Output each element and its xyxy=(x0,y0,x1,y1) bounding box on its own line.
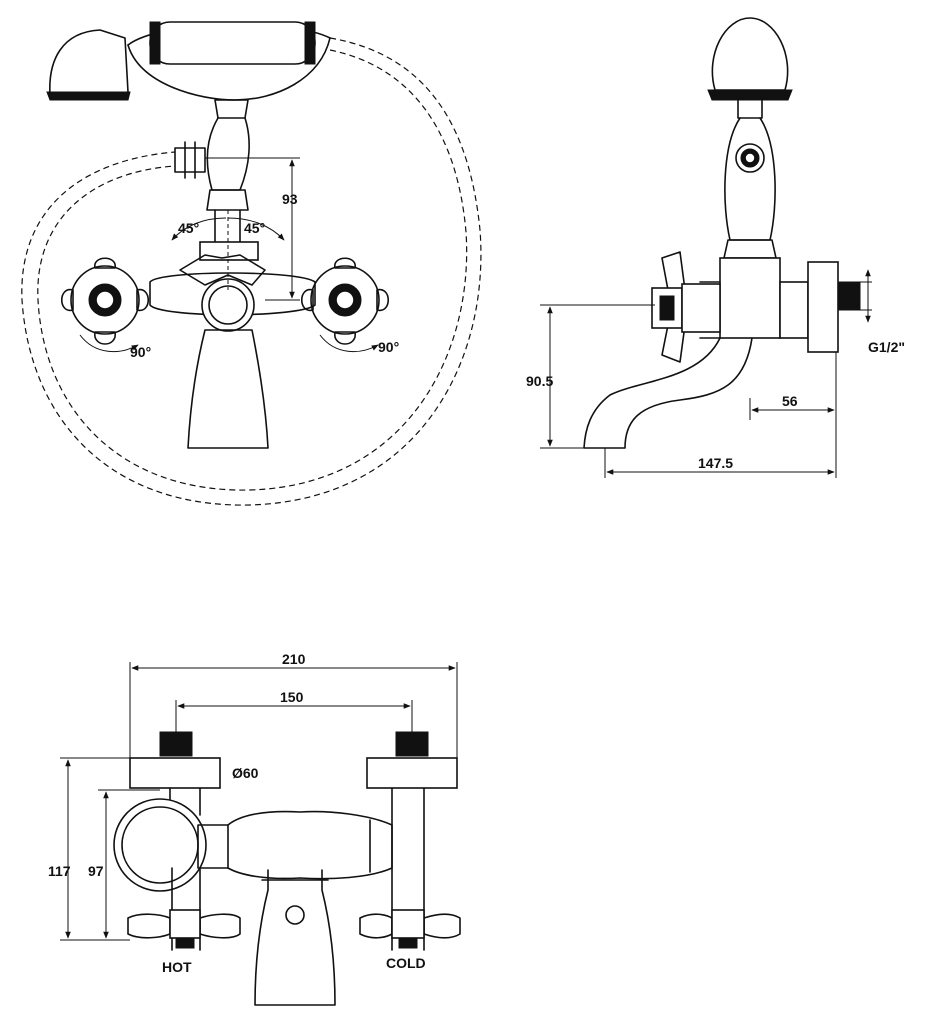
dim-210: 210 xyxy=(282,651,306,667)
hand-shower xyxy=(46,21,331,101)
top-view: 210 150 Ø60 117 97 HOT COLD xyxy=(48,651,461,1006)
dim-90-5: 90.5 xyxy=(526,373,553,389)
dim-93: 93 xyxy=(282,191,298,207)
dim-97: 97 xyxy=(88,863,104,879)
dim-117: 117 xyxy=(48,863,71,879)
shower-holder-stem xyxy=(199,99,259,261)
spout-side xyxy=(583,337,753,449)
dim-diameter-60: Ø60 xyxy=(232,765,259,781)
cold-cross-handle-top xyxy=(359,909,461,949)
hot-cross-handle-top xyxy=(127,909,241,949)
side-view: 90.5 56 147.5 G1/2" xyxy=(526,17,905,478)
dim-150: 150 xyxy=(280,689,304,705)
hot-label: HOT xyxy=(162,959,192,975)
front-view: 93 45° 45° 90° 90° xyxy=(21,21,482,506)
thread-g1-2: G1/2" xyxy=(868,339,905,355)
rotation-90-left: 90° xyxy=(130,344,151,360)
angle-45-right: 45° xyxy=(244,220,265,236)
hose-connector xyxy=(174,141,206,179)
rotation-90-right: 90° xyxy=(378,339,399,355)
hot-cross-handle-front xyxy=(60,257,150,345)
spout-front xyxy=(187,329,269,449)
dim-147-5: 147.5 xyxy=(698,455,733,471)
cold-cross-handle-front xyxy=(300,257,390,345)
hose xyxy=(21,37,482,506)
dim-56: 56 xyxy=(782,393,798,409)
cold-label: COLD xyxy=(386,955,426,971)
angle-45-left: 45° xyxy=(178,220,199,236)
diverter-knob xyxy=(179,254,266,332)
spout-top xyxy=(254,869,336,1006)
